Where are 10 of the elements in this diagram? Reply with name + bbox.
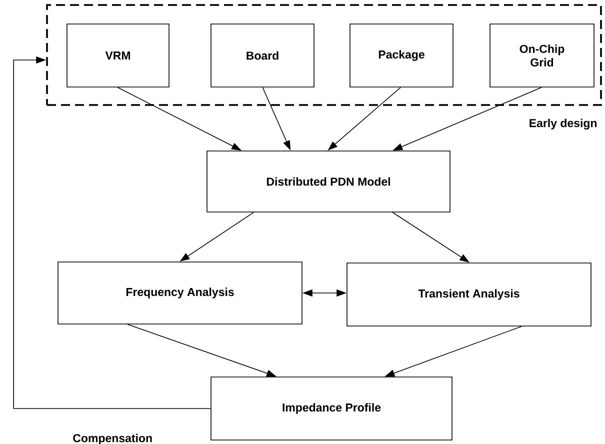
process-box: Frequency Analysis (58, 262, 302, 324)
process-box: Package (350, 24, 454, 88)
arrow (13, 56, 211, 409)
process-box: Impedance Profile (210, 376, 452, 440)
process-box: VRM (66, 24, 170, 88)
group-label: Early design (530, 118, 597, 130)
process-box: Distributed PDN Model (206, 150, 450, 212)
process-box: On-Chip Grid (490, 24, 594, 88)
process-box: Board (210, 24, 314, 88)
process-box: Transient Analysis (346, 262, 592, 326)
